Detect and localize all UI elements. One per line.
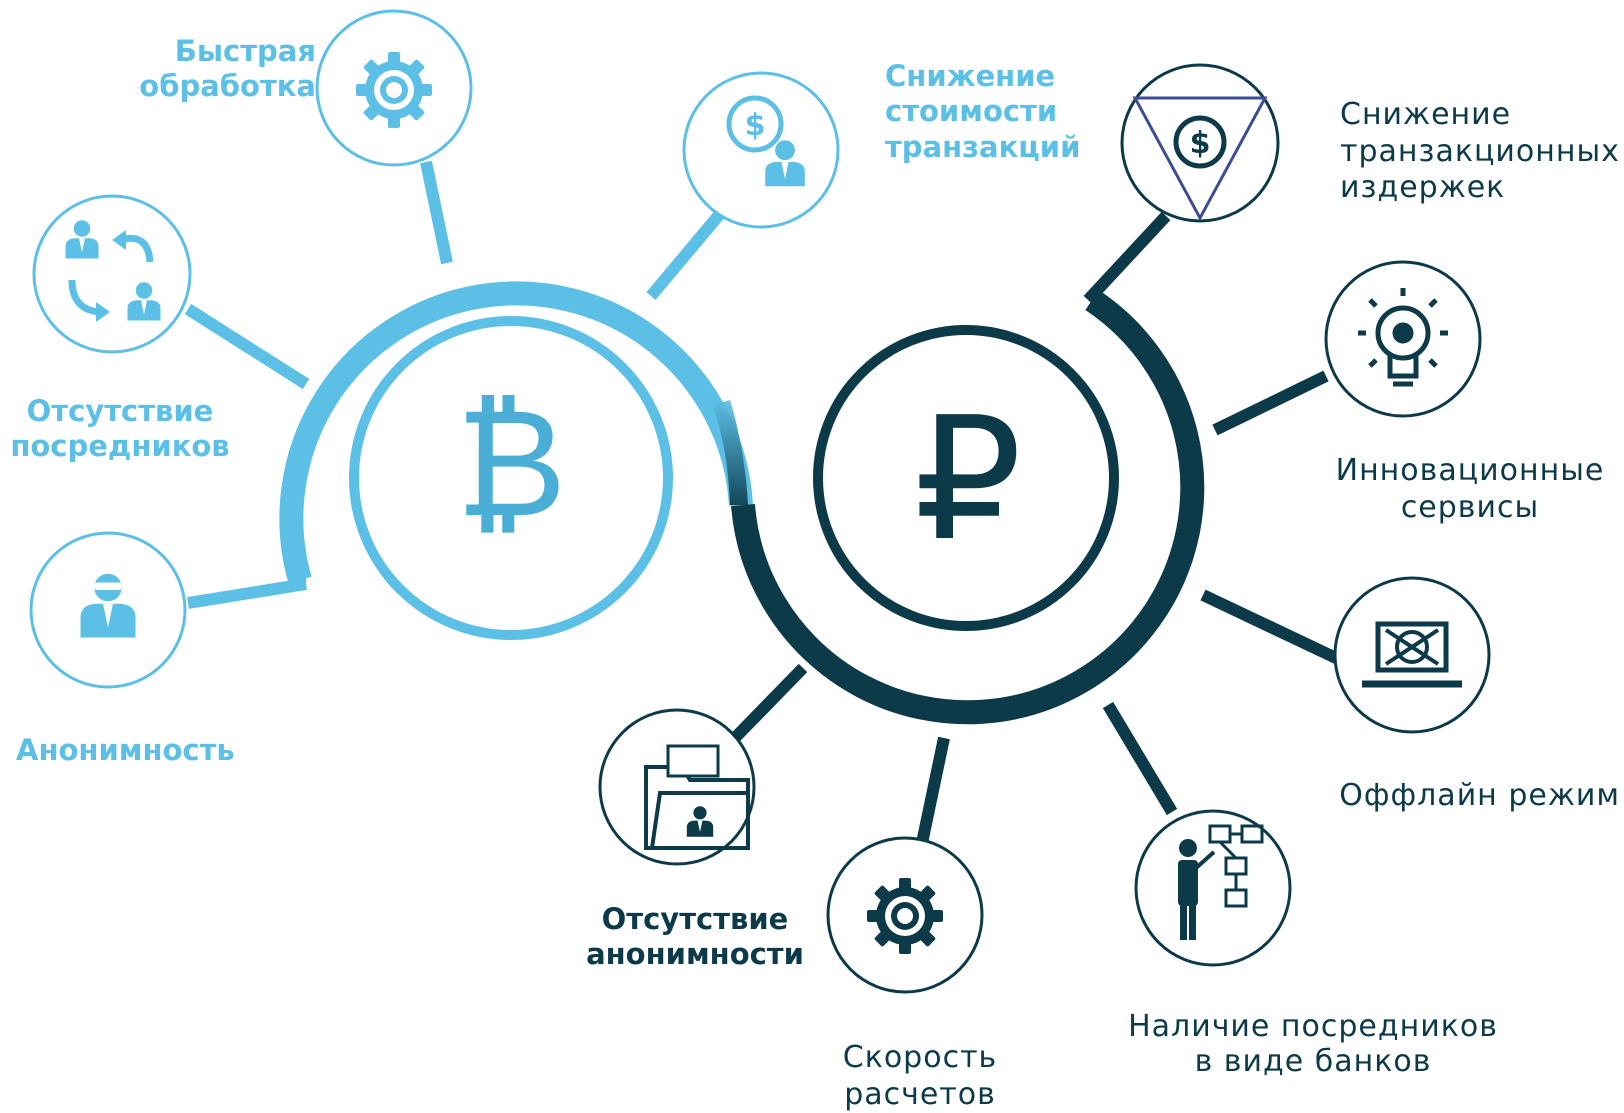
label-innovative-services: Инновационные сервисы bbox=[1335, 453, 1605, 525]
gear-icon bbox=[356, 52, 432, 128]
spoke-innovative-services bbox=[1212, 370, 1329, 436]
label-fast-processing: Быстрая обработка bbox=[139, 34, 316, 104]
transaction-costs-node: $ bbox=[1120, 63, 1280, 223]
bank-hierarchy-icon bbox=[1178, 824, 1264, 940]
spoke-transaction-costs bbox=[1083, 211, 1171, 305]
exchange-people-icon bbox=[65, 220, 161, 322]
dollar-triangle-icon: $ bbox=[1132, 96, 1268, 222]
bitcoin-inner-circle bbox=[349, 316, 673, 640]
label-cost-reduction: Снижение стоимости транзакций bbox=[885, 59, 1081, 164]
bank-intermediaries-node bbox=[1134, 809, 1292, 967]
offline-mode-node bbox=[1333, 576, 1491, 734]
ruble-outer-arc bbox=[731, 290, 1205, 725]
anonymity-node bbox=[29, 531, 187, 689]
bitcoin-symbol: ₿ bbox=[455, 377, 566, 551]
label-offline-mode: Оффлайн режим bbox=[1339, 778, 1620, 813]
spoke-fast-processing bbox=[420, 160, 453, 265]
svg-text:$: $ bbox=[745, 108, 766, 143]
innovative-services-node bbox=[1324, 260, 1482, 418]
bitcoin-outer-arc bbox=[279, 281, 753, 584]
no-anonymity-node bbox=[598, 708, 756, 866]
label-anonymity: Анонимность bbox=[16, 733, 235, 767]
spoke-settlement-speed bbox=[916, 736, 950, 845]
spoke-cost-reduction bbox=[646, 211, 724, 300]
ruble-spokes bbox=[722, 211, 1341, 845]
crypto-vs-ruble-diagram: ₿ ₽ $ bbox=[29, 9, 1491, 994]
label-no-anonymity: Отсутствие анонимности bbox=[586, 902, 804, 972]
dollar-person-icon: $ bbox=[726, 95, 805, 187]
spoke-no-anonymity bbox=[722, 663, 808, 751]
offline-laptop-icon bbox=[1362, 621, 1462, 688]
gear-icon bbox=[867, 878, 943, 954]
anonymous-person-icon bbox=[80, 573, 136, 638]
label-no-intermediaries: Отсутствие посредников bbox=[10, 394, 230, 464]
ruble-inner-circle bbox=[813, 325, 1119, 631]
spoke-offline-mode bbox=[1200, 589, 1341, 665]
settlement-speed-node bbox=[826, 836, 984, 994]
spoke-bank-intermediaries bbox=[1102, 701, 1178, 816]
label-bank-intermediaries: Наличие посредников в виде банков bbox=[1128, 1009, 1498, 1079]
spoke-no-intermediaries bbox=[184, 303, 310, 390]
fast-processing-node bbox=[315, 9, 473, 167]
no-intermediaries-node bbox=[32, 194, 192, 354]
arc-junction bbox=[713, 400, 748, 505]
folder-person-icon bbox=[644, 744, 750, 850]
label-transaction-costs: Снижение транзакционных издержек bbox=[1340, 97, 1620, 206]
svg-text:$: $ bbox=[1190, 126, 1211, 161]
label-settlement-speed: Скорость расчетов bbox=[842, 1040, 998, 1112]
ruble-symbol: ₽ bbox=[914, 381, 1022, 579]
cost-reduction-node: $ bbox=[682, 71, 840, 229]
lightbulb-gear-icon bbox=[1358, 288, 1448, 387]
